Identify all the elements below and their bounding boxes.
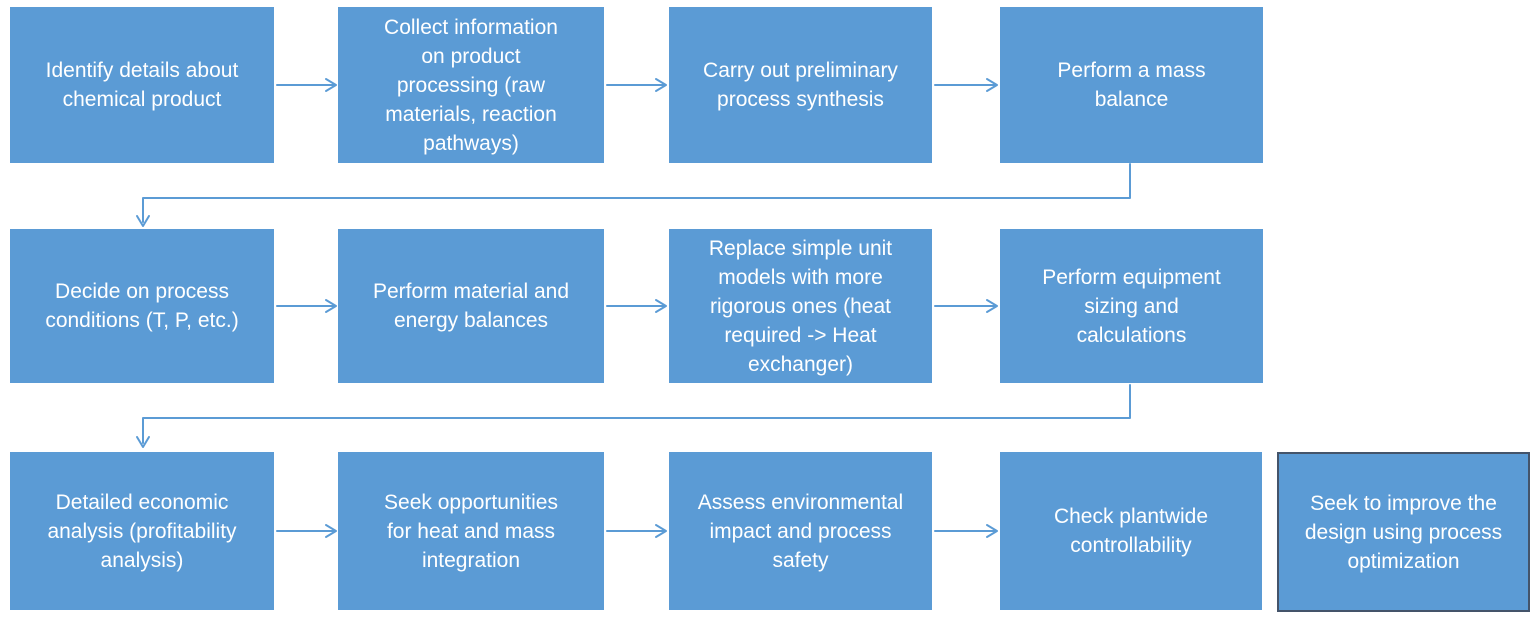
- step-plantwide-controllability: Check plantwide controllability: [1000, 452, 1262, 610]
- step-process-conditions: Decide on process conditions (T, P, etc.…: [10, 229, 274, 383]
- step-equipment-sizing: Perform equipment sizing and calculation…: [1000, 229, 1263, 383]
- step-environment-safety: Assess environmental impact and process …: [669, 452, 932, 610]
- step-process-optimization: Seek to improve the design using process…: [1277, 452, 1530, 612]
- arrow-10-11: [606, 524, 667, 538]
- step-label: Check plantwide controllability: [1053, 505, 1209, 557]
- step-label: Collect information on product processin…: [384, 15, 558, 155]
- step-label: Perform a mass balance: [1057, 59, 1206, 111]
- step-label: Identify details about chemical product: [45, 59, 239, 111]
- arrow-5-6: [276, 299, 337, 313]
- step-material-energy-balances: Perform material and energy balances: [338, 229, 604, 383]
- step-identify-product-details: Identify details about chemical product: [10, 7, 274, 163]
- step-label: Seek opportunities for heat and mass int…: [384, 490, 558, 572]
- arrow-7-8: [934, 299, 998, 313]
- step-economic-analysis: Detailed economic analysis (profitabilit…: [10, 452, 274, 610]
- wrap-arrow-4-5: [136, 163, 1131, 227]
- wrap-arrow-8-9: [136, 384, 1131, 448]
- step-label: Perform equipment sizing and calculation…: [1042, 265, 1221, 347]
- arrow-9-10: [276, 524, 337, 538]
- arrow-2-3: [606, 78, 667, 92]
- step-label: Replace simple unit models with more rig…: [708, 236, 893, 376]
- arrow-1-2: [276, 78, 337, 92]
- step-rigorous-unit-models: Replace simple unit models with more rig…: [669, 229, 932, 383]
- step-label: Perform material and energy balances: [372, 280, 570, 332]
- arrow-11-12: [934, 524, 998, 538]
- step-label: Seek to improve the design using process…: [1304, 491, 1503, 573]
- step-heat-mass-integration: Seek opportunities for heat and mass int…: [338, 452, 604, 610]
- step-collect-processing-info: Collect information on product processin…: [338, 7, 604, 163]
- step-label: Carry out preliminary process synthesis: [703, 59, 898, 111]
- step-preliminary-process-synthesis: Carry out preliminary process synthesis: [669, 7, 932, 163]
- arrow-3-4: [934, 78, 998, 92]
- arrow-6-7: [606, 299, 667, 313]
- step-label: Assess environmental impact and process …: [697, 490, 904, 572]
- step-mass-balance: Perform a mass balance: [1000, 7, 1263, 163]
- step-label: Detailed economic analysis (profitabilit…: [47, 490, 237, 572]
- step-label: Decide on process conditions (T, P, etc.…: [45, 280, 239, 332]
